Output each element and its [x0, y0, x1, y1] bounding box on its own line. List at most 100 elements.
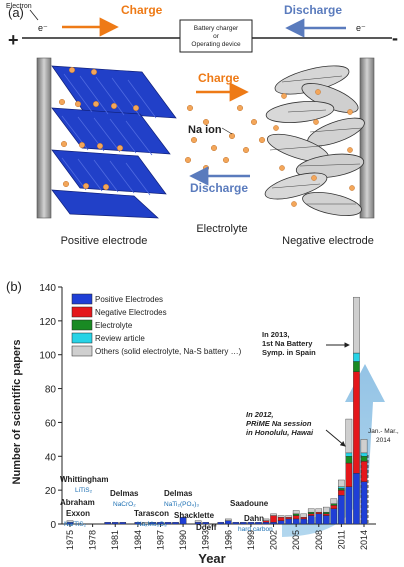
bar-segment-1 — [353, 371, 360, 474]
bar-segment-0 — [255, 522, 262, 525]
bar-segment-0 — [232, 522, 240, 525]
x-tick-label: 1975 — [65, 530, 75, 550]
plus-sign: + — [8, 30, 19, 50]
bar-segment-1 — [285, 517, 292, 520]
oxide-layer-3 — [51, 149, 167, 195]
bar-segment-0 — [217, 522, 225, 525]
y-tick-label: 100 — [39, 351, 56, 362]
bar-segment-3 — [345, 452, 353, 457]
note-2013-line2: 1st Na Battery — [262, 339, 313, 348]
note-2013-line3: Symp. in Spain — [262, 348, 316, 357]
bar-segment-1 — [338, 489, 345, 496]
bar-segment-0 — [360, 481, 368, 525]
bar-segment-0 — [240, 522, 247, 525]
note-2014-line2: 2014 — [376, 437, 391, 444]
milestone-whittingham-formula: LiTiS₂ — [75, 487, 93, 494]
note-2014-line1: Jan.- Mar., — [368, 428, 399, 435]
discharge-label-top: Discharge — [284, 3, 342, 17]
battery-charger-box — [179, 19, 253, 53]
bar-segment-0 — [300, 518, 307, 525]
y-tick-label: 120 — [39, 317, 56, 328]
milestone-exxon: Exxon — [66, 509, 90, 518]
device-line2: or — [213, 33, 220, 40]
electron-word: Electron — [6, 3, 32, 10]
bar-segment-1 — [292, 515, 300, 520]
minus-sign: - — [392, 28, 398, 48]
milestone-tarascon: Tarascon — [134, 509, 169, 518]
bar-segment-4 — [323, 506, 330, 513]
bar-segment-0 — [345, 486, 353, 525]
bar-segment-1 — [330, 505, 338, 509]
chart-bars — [66, 296, 368, 525]
bar-segment-4 — [194, 520, 202, 523]
legend: Positive Electrodes Negative Electrodes … — [71, 293, 242, 357]
annotation-2012: In 2012, PRiME Na session in Honolulu, H… — [246, 410, 346, 447]
bar-segment-4 — [330, 498, 338, 504]
bar-segment-0 — [149, 522, 157, 525]
bar-segment-2 — [353, 361, 360, 372]
bar-segment-2 — [338, 488, 345, 491]
bar-segment-0 — [119, 522, 127, 525]
bar-segment-4 — [345, 418, 353, 454]
bar-segment-1 — [300, 517, 307, 520]
electrolyte-label: Electrolyte — [196, 223, 247, 235]
panel-b-label: (b) — [6, 279, 22, 294]
negative-electrode-label: Negative electrode — [282, 235, 374, 247]
milestone-dahn-formula: hard carbon — [238, 526, 273, 533]
legend-label-positive: Positive Electrodes — [95, 295, 163, 304]
note-2012-line2: PRiME Na session — [246, 419, 312, 428]
bar-segment-0 — [285, 518, 292, 525]
bar-segment-4 — [353, 296, 360, 354]
bar-segment-2 — [360, 456, 368, 462]
oxide-layer-4 — [51, 189, 159, 219]
milestone-delmas-1: Delmas — [110, 489, 139, 498]
charge-label-top: Charge — [121, 3, 163, 17]
bar-segment-0 — [157, 522, 164, 525]
negative-current-collector — [359, 57, 375, 219]
note-2013-line1: In 2013, — [262, 330, 290, 339]
y-tick-label: 140 — [39, 283, 56, 294]
legend-swatch-positive — [71, 293, 93, 305]
bar-segment-4 — [315, 508, 323, 513]
bar-segment-4 — [360, 439, 368, 454]
bar-segment-0 — [323, 515, 330, 525]
oxide-layer-1 — [51, 65, 177, 119]
bar-segment-0 — [172, 522, 179, 525]
electron-symbol-right: e⁻ — [356, 23, 366, 33]
bar-segment-1 — [307, 513, 315, 516]
layered-oxide-structure — [51, 65, 177, 219]
y-tick-label: 0 — [50, 520, 56, 531]
positive-electrode-label: Positive electrode — [61, 235, 148, 247]
x-tick-label: 1993 — [201, 530, 211, 550]
na-ion-pointer — [221, 127, 233, 135]
panel-a-label: (a) — [8, 5, 24, 20]
y-tick-label: 60 — [45, 418, 57, 429]
na-ion-label: Na ion — [188, 124, 222, 136]
positive-current-collector — [36, 57, 52, 219]
bar-segment-0 — [292, 518, 300, 525]
discharge-label-mid: Discharge — [190, 181, 248, 195]
legend-label-review: Review article — [95, 334, 145, 343]
milestone-whittingham: Whittingham — [60, 475, 108, 484]
milestone-saadoune: Saadoune — [230, 499, 269, 508]
x-tick-label: 1984 — [133, 530, 143, 550]
x-tick-label: 1981 — [110, 530, 120, 550]
bar-segment-0 — [104, 522, 111, 525]
note-2012-line1: In 2012, — [246, 410, 274, 419]
bar-segment-0 — [179, 517, 187, 525]
milestones: Whittingham LiTiS₂ Abraham Exxon Na/TiS₂… — [60, 475, 273, 533]
bar-segment-0 — [202, 522, 209, 525]
bar-segment-2 — [292, 513, 300, 516]
bar-segment-4 — [66, 520, 74, 523]
bar-segment-4 — [142, 522, 149, 525]
x-tick-label: 1987 — [155, 530, 165, 550]
bar-segment-4 — [300, 513, 307, 518]
electron-symbol-left: e⁻ — [38, 23, 48, 33]
device-line3: Operating device — [191, 41, 241, 48]
bar-segment-4 — [292, 510, 300, 515]
bar-segment-0 — [353, 473, 360, 525]
carbon-hex-lines — [269, 75, 363, 205]
bar-segment-4 — [285, 515, 292, 518]
